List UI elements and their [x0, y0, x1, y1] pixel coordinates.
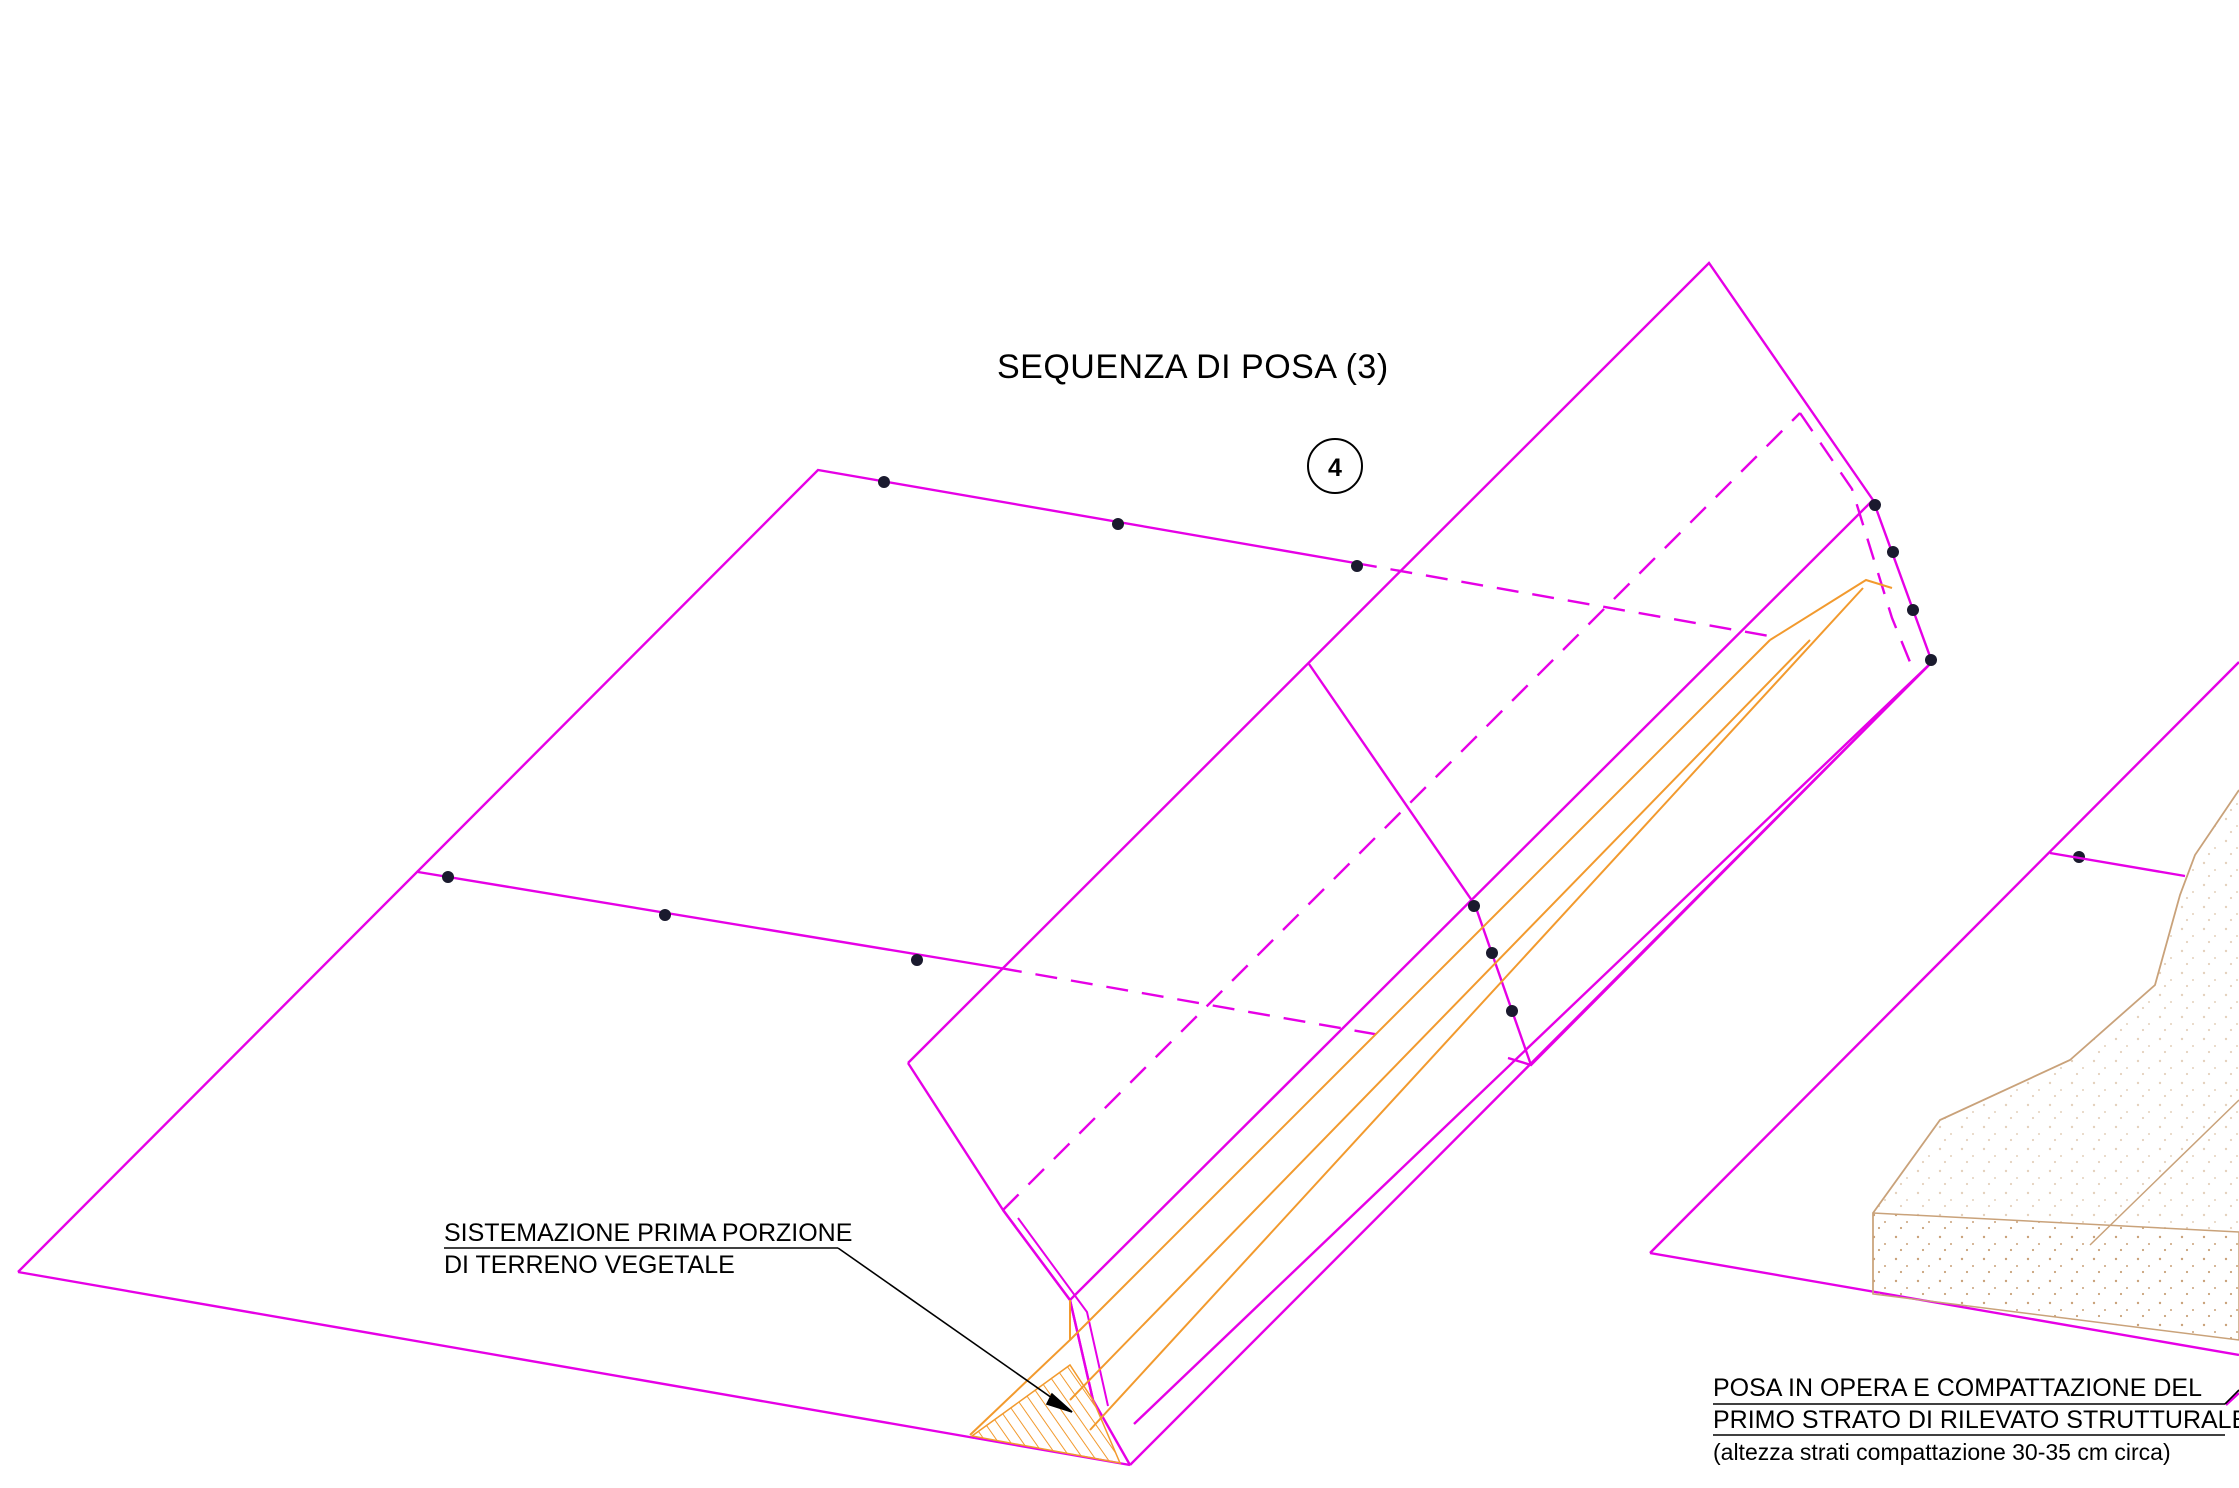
hatched-soil-portion — [970, 1363, 1122, 1464]
right-annotation-note: (altezza strati compattazione 30-35 cm c… — [1713, 1439, 2171, 1465]
soil-layer — [969, 578, 1893, 1436]
pin — [878, 476, 890, 488]
pin — [1869, 499, 1881, 511]
next-sequence-sheet — [1649, 661, 2239, 1406]
pin — [1907, 604, 1919, 616]
pin — [659, 909, 671, 921]
pin — [911, 954, 923, 966]
right-geotextile-sheet — [906, 261, 1934, 1467]
left-leader-line — [444, 1247, 1073, 1413]
structural-fill — [1872, 789, 2239, 1341]
pin — [1925, 654, 1937, 666]
pin — [1112, 518, 1124, 530]
pin — [1351, 560, 1363, 572]
drawing-title: SEQUENZA DI POSA (3) — [997, 348, 1389, 386]
pin — [1486, 947, 1498, 959]
right-leader-line — [1713, 1389, 2239, 1436]
left-geotextile-sheet — [17, 468, 1776, 1440]
step-number-badge: 4 — [1307, 438, 1363, 494]
pin — [1468, 900, 1480, 912]
right-annotation-line1: POSA IN OPERA E COMPATTAZIONE DEL — [1713, 1374, 2202, 1402]
pin — [442, 871, 454, 883]
pin — [1887, 546, 1899, 558]
left-annotation-line2: DI TERRENO VEGETALE — [444, 1251, 735, 1279]
left-annotation: SISTEMAZIONE PRIMA PORZIONE DI TERRENO V… — [444, 1217, 852, 1281]
right-annotation: POSA IN OPERA E COMPATTAZIONE DEL PRIMO … — [1713, 1372, 2239, 1468]
pin — [1506, 1005, 1518, 1017]
anchor-pins — [442, 476, 2085, 1017]
right-annotation-line2: PRIMO STRATO DI RILEVATO STRUTTURALE — [1713, 1406, 2239, 1434]
left-annotation-line1: SISTEMAZIONE PRIMA PORZIONE — [444, 1219, 853, 1247]
